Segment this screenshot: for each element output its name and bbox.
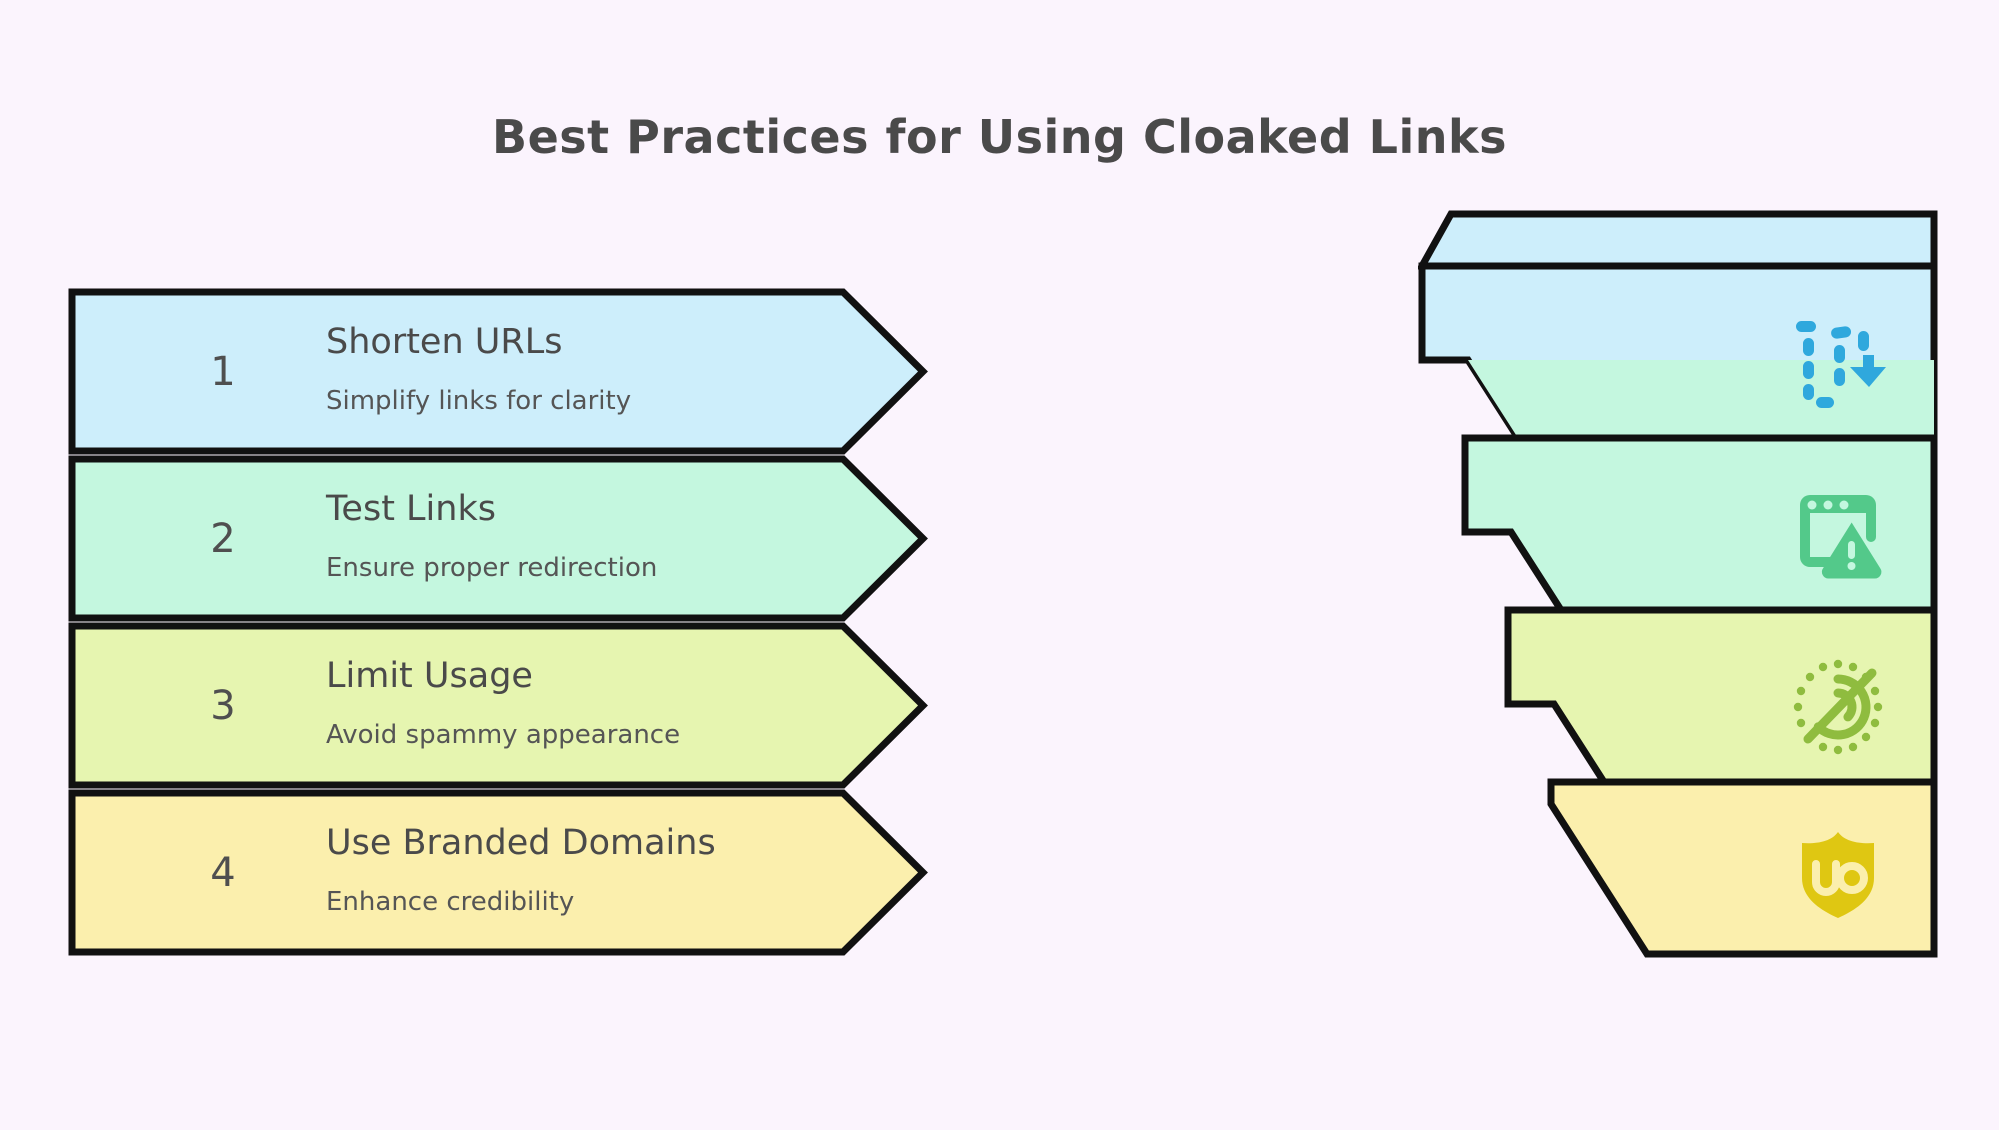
shield-ublock-icon: [1790, 826, 1886, 922]
band-shape-3: [68, 622, 928, 789]
steps-list: 1 Shorten URLs Simplify links for clarit…: [68, 288, 1158, 956]
page-title: Best Practices for Using Cloaked Links: [492, 110, 1507, 164]
band-shape-1: [68, 288, 928, 455]
funnel-diagram: [1418, 210, 1938, 970]
compress-arrow-down-icon: [1790, 315, 1886, 411]
funnel-band-2-overlap: [1468, 360, 1934, 438]
band-shape-4: [68, 789, 928, 956]
funnel-cap: [1418, 210, 1938, 270]
list-item[interactable]: 1 Shorten URLs Simplify links for clarit…: [68, 288, 1158, 455]
browser-warning-icon: [1790, 487, 1886, 583]
no-spam-crossed-icon: [1790, 659, 1886, 755]
list-item[interactable]: 3 Limit Usage Avoid spammy appearance: [68, 622, 1158, 789]
list-item[interactable]: 2 Test Links Ensure proper redirection: [68, 455, 1158, 622]
list-item[interactable]: 4 Use Branded Domains Enhance credibilit…: [68, 789, 1158, 956]
band-shape-2: [68, 455, 928, 622]
